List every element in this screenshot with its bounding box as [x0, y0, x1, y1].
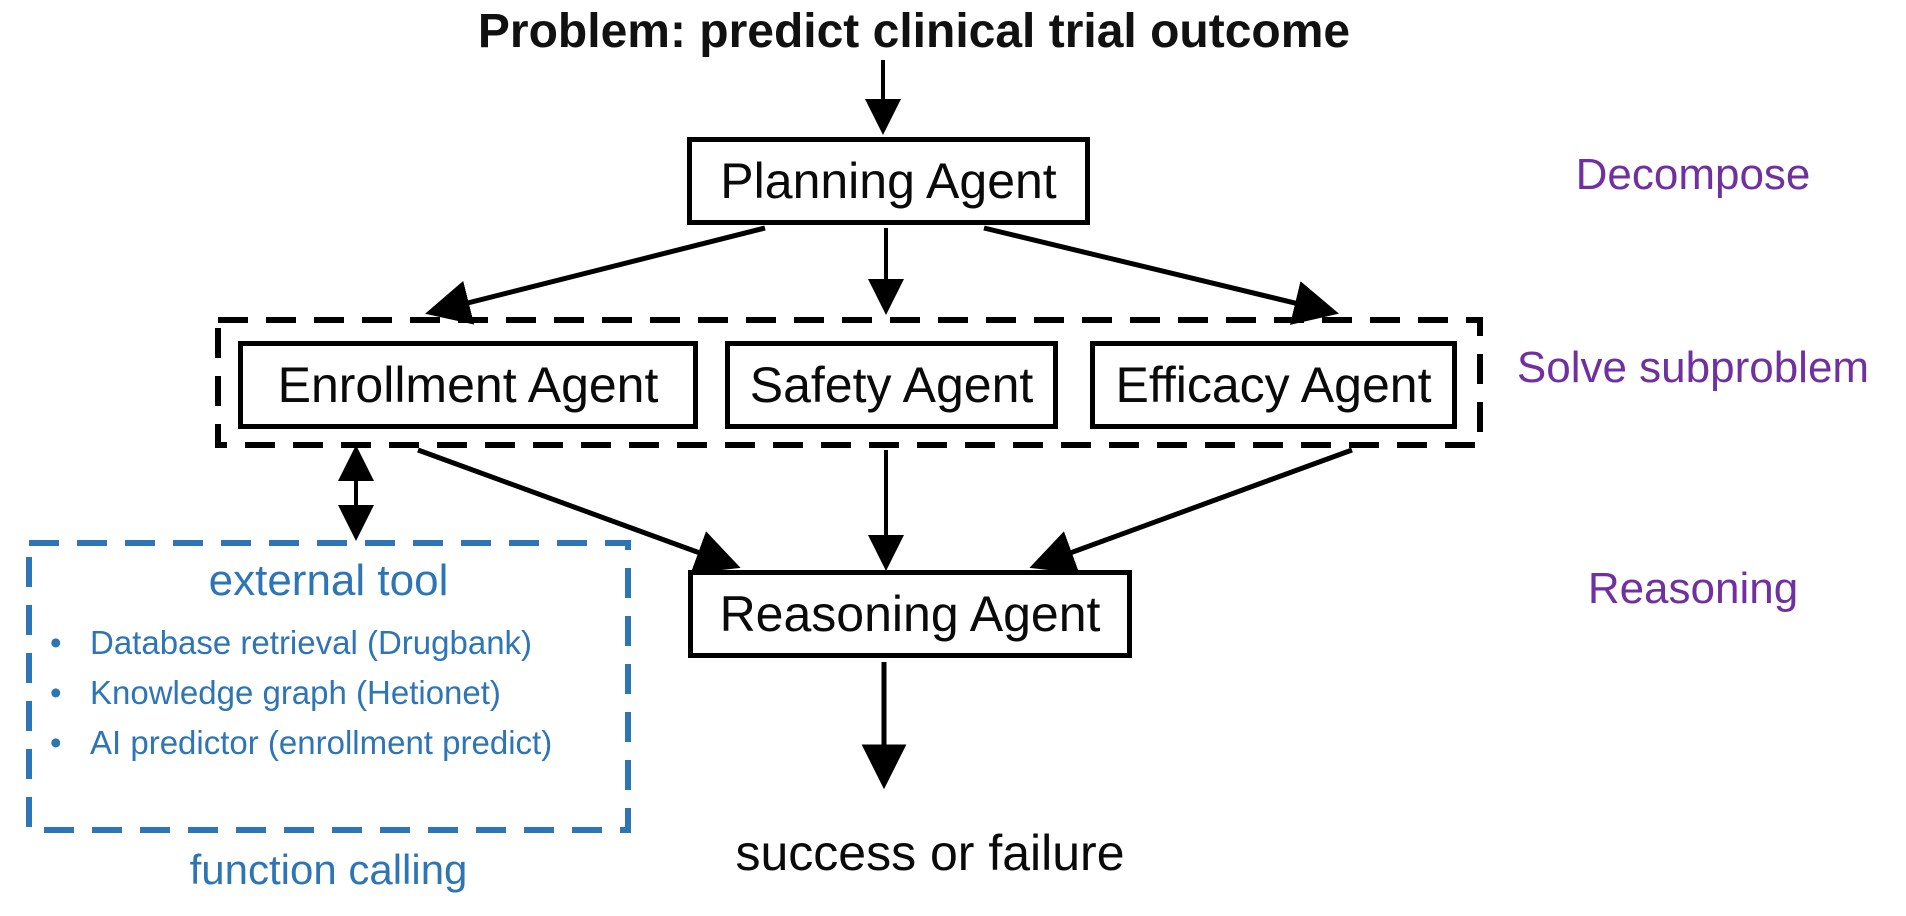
outcome-label: success or failure	[735, 825, 1125, 881]
stage-label-reasoning: Reasoning	[1587, 564, 1799, 613]
external-tool-bullet-text: Database retrieval (Drugbank)	[90, 624, 533, 661]
external-tool-bullet-item: • AI predictor (enrollment predict)	[48, 718, 608, 768]
external-tool-bullet-text: AI predictor (enrollment predict)	[90, 724, 553, 761]
efficacy-agent-box: Efficacy Agent	[1090, 341, 1457, 429]
enrollment-agent-label: Enrollment Agent	[277, 357, 659, 413]
external-tool-title: external tool	[208, 556, 449, 605]
problem-title: Problem: predict clinical trial outcome	[477, 5, 1351, 58]
stage-label-solve-subproblem: Solve subproblem	[1516, 343, 1870, 392]
efficacy-agent-label: Efficacy Agent	[1115, 357, 1432, 413]
reasoning-agent-box: Reasoning Agent	[688, 570, 1132, 658]
arrow-enrollment-to-reasoning	[417, 447, 741, 574]
external-tool-bullet-text: Knowledge graph (Hetionet)	[90, 674, 501, 711]
external-tool-bullet-item: • Database retrieval (Drugbank)	[48, 618, 608, 668]
planning-agent-label: Planning Agent	[720, 153, 1057, 209]
bullet-dot-icon: •	[50, 674, 62, 711]
arrow-planning-to-efficacy	[983, 225, 1339, 325]
safety-agent-label: Safety Agent	[749, 357, 1034, 413]
function-calling-caption: function calling	[189, 846, 468, 893]
bullet-dot-icon: •	[50, 724, 62, 761]
enrollment-agent-box: Enrollment Agent	[238, 341, 698, 429]
arrow-planning-to-enrollment	[425, 225, 766, 325]
planning-agent-box: Planning Agent	[687, 137, 1090, 225]
reasoning-agent-label: Reasoning Agent	[719, 586, 1101, 642]
arrow-efficacy-to-reasoning	[1029, 447, 1353, 574]
safety-agent-box: Safety Agent	[725, 341, 1058, 429]
external-tool-bullet-item: • Knowledge graph (Hetionet)	[48, 668, 608, 718]
bullet-dot-icon: •	[50, 624, 62, 661]
stage-label-decompose: Decompose	[1575, 150, 1811, 199]
external-tool-bullet-list: • Database retrieval (Drugbank) • Knowle…	[48, 618, 608, 768]
